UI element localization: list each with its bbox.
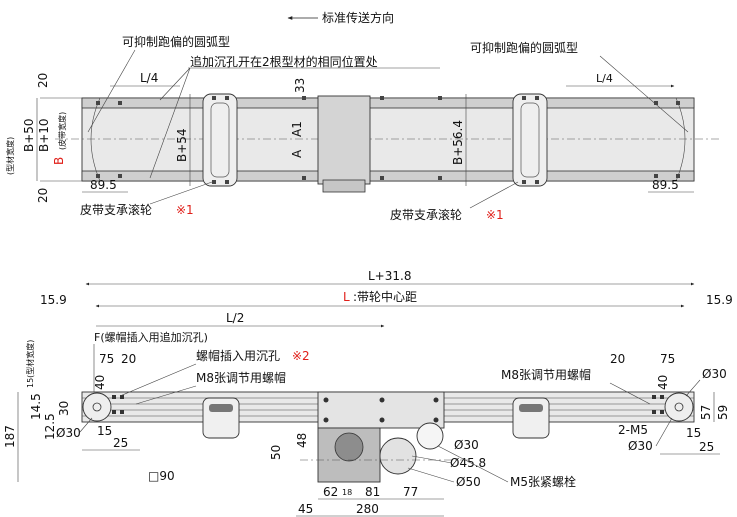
arc-note-right: 可抑制跑偏的圆弧型 <box>470 40 578 55</box>
dim-159-left: 15.9 <box>40 293 67 307</box>
nut-holes-side <box>112 395 664 414</box>
dim-57: 57 <box>699 405 713 420</box>
dim-b54: B+54 <box>175 128 189 162</box>
dim-125: 12.5 <box>43 413 57 440</box>
mounting-holes-top <box>96 96 680 184</box>
counterbore-note: 追加沉孔开在2根型材的相同位置处 <box>190 54 378 69</box>
leader-arc-right <box>599 55 689 133</box>
dia458: Ø45.8 <box>450 456 486 470</box>
dim-81: 81 <box>365 485 380 499</box>
dim-20-left: 20 <box>121 352 136 366</box>
arc-left <box>90 97 101 182</box>
dim-quarter-right: L/4 <box>596 72 613 85</box>
m5-bolt: M5张紧螺栓 <box>510 474 576 489</box>
rail-lower <box>81 170 695 182</box>
dim-b-prefix: B <box>52 157 66 165</box>
belt-width-note: (皮带宽度) <box>57 112 67 150</box>
nut-hole-note: 螺帽插入用沉孔 <box>196 348 280 363</box>
leader-arc-left <box>87 49 136 133</box>
pulley-center-label: :带轮中心距 <box>353 289 417 304</box>
dim-25-left: 25 <box>113 436 128 450</box>
rail-upper <box>81 97 695 109</box>
dim-a: A <box>290 149 304 158</box>
f-note: F(螺帽插入用追加沉孔) <box>94 330 208 344</box>
dim-20-top: 20 <box>36 73 50 88</box>
motor-top <box>322 179 366 193</box>
dim-75-left: 75 <box>99 352 114 366</box>
dim-50: 50 <box>269 445 283 460</box>
dim-895-right: 89.5 <box>652 178 679 192</box>
dim-18: 18 <box>342 488 352 497</box>
dim-a1: A1 <box>290 121 304 137</box>
dim-280: 280 <box>356 502 379 516</box>
dim-145: 14.5 <box>29 393 43 420</box>
square-90: □90 <box>148 469 175 483</box>
m8-left: M8张调节用螺帽 <box>196 370 286 385</box>
dim-33: 33 <box>293 78 307 93</box>
dim-b564: B+56.4 <box>451 120 465 165</box>
dim-40-left: 40 <box>93 375 107 390</box>
direction-label: 标准传送方向 <box>322 10 394 25</box>
conveyor-frame-top <box>81 97 695 182</box>
dim-62: 62 <box>323 485 338 499</box>
top-view: 标准传送方向 可抑制跑偏的圆弧型 <box>5 10 720 222</box>
dim-15-profile: 15(型材宽度) <box>25 340 35 388</box>
dim-48: 48 <box>295 433 309 448</box>
dim-b50: B+50 <box>22 118 36 152</box>
dia30-right-top: Ø30 <box>702 367 727 381</box>
note-mark-1-left: ※1 <box>176 203 194 217</box>
dia50: Ø50 <box>456 475 481 489</box>
drive-unit-top <box>317 95 371 185</box>
dim-quarter-left: L/4 <box>140 71 158 85</box>
dim-b10: B+10 <box>37 118 51 152</box>
note-mark-1-right: ※1 <box>486 208 504 222</box>
dim-40-right: 40 <box>656 375 670 390</box>
dim-59: 59 <box>716 405 730 420</box>
roller-note-right: 皮带支承滚轮 <box>390 207 462 222</box>
dim-l2: L/2 <box>226 311 244 325</box>
dim-20-bottom: 20 <box>36 188 50 203</box>
pulley-left <box>82 392 112 422</box>
dim-75-right: 75 <box>660 352 675 366</box>
support-roller-right <box>512 93 548 187</box>
note-mark-2: ※2 <box>292 349 310 363</box>
dim-30: 30 <box>57 401 71 416</box>
m5-2: 2-M5 <box>618 423 648 437</box>
dim-895-left: 89.5 <box>90 178 117 192</box>
dim-45: 45 <box>298 502 313 516</box>
profile-width-note: (型材宽度) <box>5 137 15 175</box>
dim-15-right: 15 <box>686 426 701 440</box>
arc-right <box>675 97 686 182</box>
dim-15-left: 15 <box>97 424 112 438</box>
dim-77: 77 <box>403 485 418 499</box>
dim-187: 187 <box>3 425 17 448</box>
dim-25-right: 25 <box>699 440 714 454</box>
arc-note-left: 可抑制跑偏的圆弧型 <box>122 34 230 49</box>
l-prefix: L <box>343 290 350 304</box>
dim-l318: L+31.8 <box>368 269 411 283</box>
side-view: L+31.8 L :带轮中心距 15.9 15.9 L/2 F(螺帽插入用追加沉… <box>3 269 733 517</box>
idler-pulley <box>416 422 444 450</box>
m8-right: M8张调节用螺帽 <box>501 367 591 382</box>
drive-pulley <box>379 437 417 475</box>
pulley-right <box>664 392 694 422</box>
drive-housing <box>317 391 445 429</box>
dia30-right: Ø30 <box>628 439 653 453</box>
roller-note-left: 皮带支承滚轮 <box>80 202 152 217</box>
dia30-motor: Ø30 <box>454 438 479 452</box>
dia30-left: Ø30 <box>56 426 81 440</box>
dim-159-right: 15.9 <box>706 293 733 307</box>
dim-20-right: 20 <box>610 352 625 366</box>
support-roller-left <box>202 93 238 187</box>
